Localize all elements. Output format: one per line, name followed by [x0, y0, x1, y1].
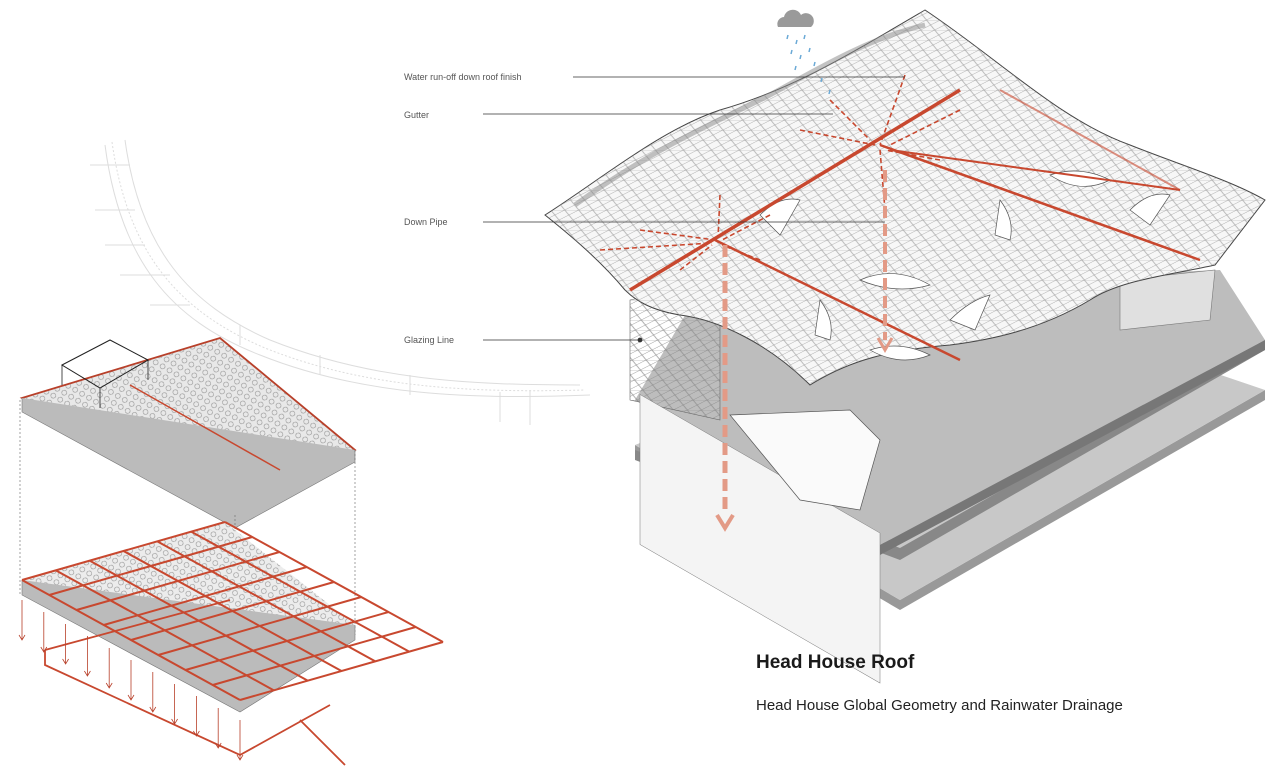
downflow-arrow: [193, 696, 200, 737]
gutter-grid-line: [157, 596, 362, 656]
gutter-grid-line: [48, 536, 253, 596]
caption-subtitle: Head House Global Geometry and Rainwater…: [756, 697, 1123, 714]
downflow-arrow: [62, 624, 69, 665]
label-water-runoff: Water run-off down roof finish: [404, 72, 522, 82]
gutter-grid-line: [185, 611, 389, 671]
gutter-grid-line: [239, 641, 444, 701]
rain-cloud-icon: [777, 9, 831, 95]
roof-panel-isometric: [19, 336, 357, 529]
downflow-arrow: [171, 684, 178, 725]
downflow-arrow: [214, 708, 222, 749]
downflow-arrow: [84, 636, 91, 677]
gutter-grid-line: [103, 566, 308, 626]
gutter-grid-panel: [18, 521, 444, 766]
building-floors: [629, 269, 1265, 684]
concourse-walkway: [90, 139, 591, 425]
downflow-arrow: [105, 648, 113, 689]
downflow-arrow: [127, 660, 135, 701]
leader-lines: [483, 76, 905, 343]
caption-title: Head House Roof: [756, 652, 915, 673]
label-gutter: Gutter: [404, 110, 430, 120]
downflow-arrow: [18, 600, 26, 641]
gutter-grid-line: [212, 626, 417, 686]
downflow-arrow: [40, 612, 48, 653]
gutter-grid-line: [76, 551, 280, 611]
downflow-arrow: [236, 720, 244, 761]
label-down-pipe: Down Pipe: [404, 217, 448, 227]
gutter-grid-line: [21, 521, 226, 581]
downflow-arrow: [149, 672, 157, 713]
gutter-grid-line: [130, 581, 335, 641]
gutter-lines: [599, 74, 1201, 362]
down-pipe: [715, 170, 894, 532]
label-glazing-line: Glazing Line: [404, 335, 455, 345]
